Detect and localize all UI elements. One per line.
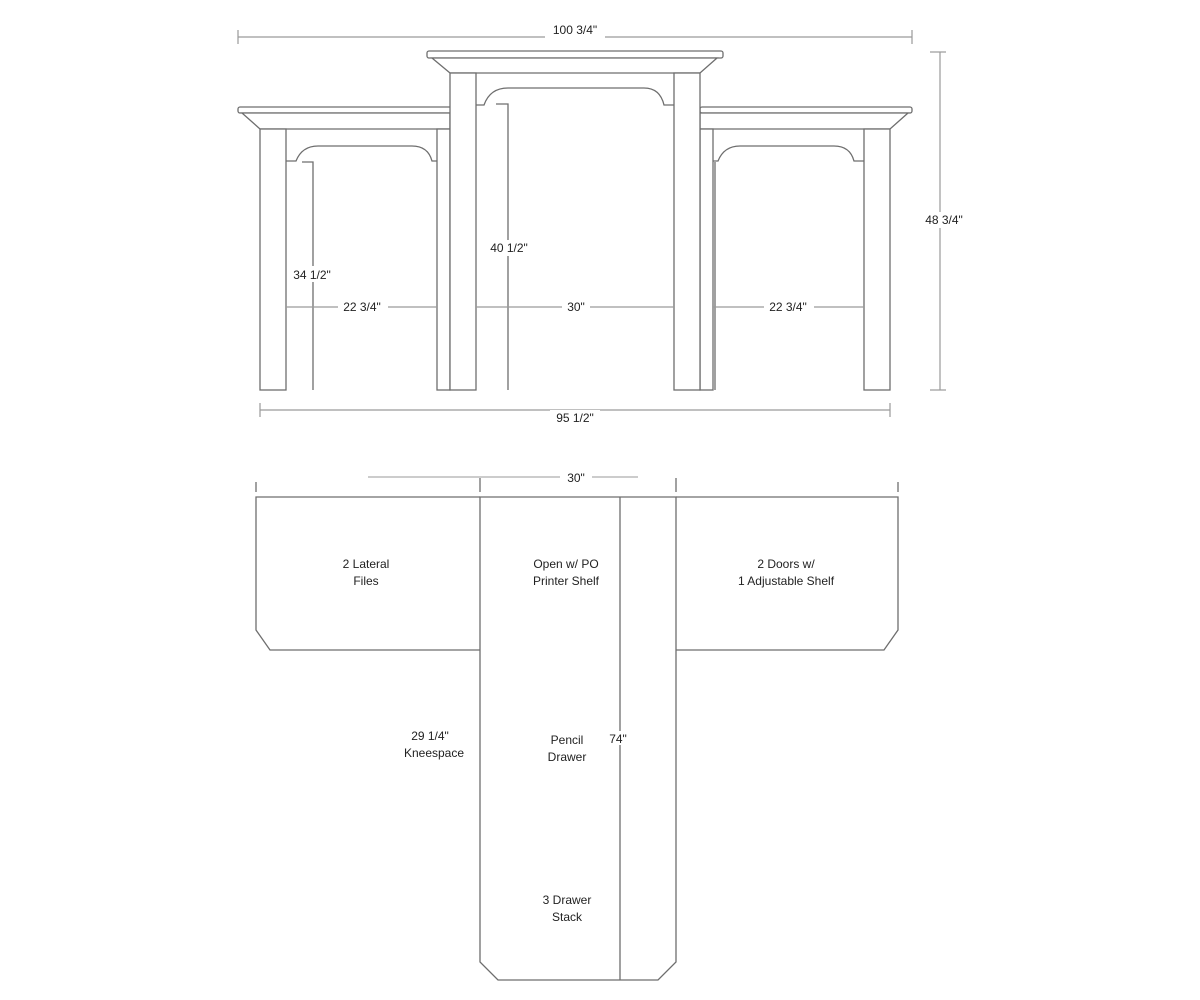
center-hutch bbox=[426, 50, 724, 391]
right-unit-label: 2 Doors w/ bbox=[757, 557, 815, 571]
base-width-dimension: 95 1/2" bbox=[259, 403, 891, 425]
overall-width-dimension: 100 3/4" bbox=[237, 22, 913, 44]
drawer-stack-label-2: Stack bbox=[552, 910, 583, 924]
right-unit-label-2: 1 Adjustable Shelf bbox=[738, 574, 835, 588]
center-peninsula bbox=[479, 496, 677, 981]
center-opening-width-label: 30" bbox=[567, 300, 585, 314]
right-return bbox=[676, 496, 899, 651]
overall-height-dimension: 48 3/4" bbox=[920, 51, 968, 391]
center-width-label: 30" bbox=[567, 471, 585, 485]
base-width-label: 95 1/2" bbox=[556, 411, 594, 425]
front-elevation: 100 3/4" bbox=[237, 22, 968, 425]
overall-width-label: 100 3/4" bbox=[553, 23, 597, 37]
right-opening-width-label: 22 3/4" bbox=[769, 300, 807, 314]
printer-shelf-label: Open w/ PO bbox=[533, 557, 598, 571]
opening-width-dimensions: 22 3/4" 30" 22 3/4" bbox=[286, 298, 864, 314]
drawer-stack-label: 3 Drawer bbox=[543, 893, 592, 907]
kneespace-label-2: Kneespace bbox=[404, 746, 464, 760]
center-opening-height-label: 40 1/2" bbox=[490, 241, 528, 255]
left-unit-label-2: Files bbox=[353, 574, 378, 588]
left-opening-width-label: 22 3/4" bbox=[343, 300, 381, 314]
plan-view: 30" 2 Lateral Files Open w/ PO Printer S… bbox=[255, 468, 899, 981]
right-hutch bbox=[699, 106, 913, 391]
left-return bbox=[255, 496, 480, 651]
printer-shelf-label-2: Printer Shelf bbox=[533, 574, 600, 588]
left-unit-label: 2 Lateral bbox=[343, 557, 390, 571]
depth-label: 74" bbox=[609, 732, 627, 746]
kneespace-label: 29 1/4" bbox=[411, 729, 449, 743]
overall-height-label: 48 3/4" bbox=[925, 213, 963, 227]
left-hutch bbox=[237, 106, 453, 391]
pencil-drawer-label-2: Drawer bbox=[548, 750, 587, 764]
left-opening-height-label: 34 1/2" bbox=[293, 268, 331, 282]
pencil-drawer-label: Pencil bbox=[551, 733, 584, 747]
